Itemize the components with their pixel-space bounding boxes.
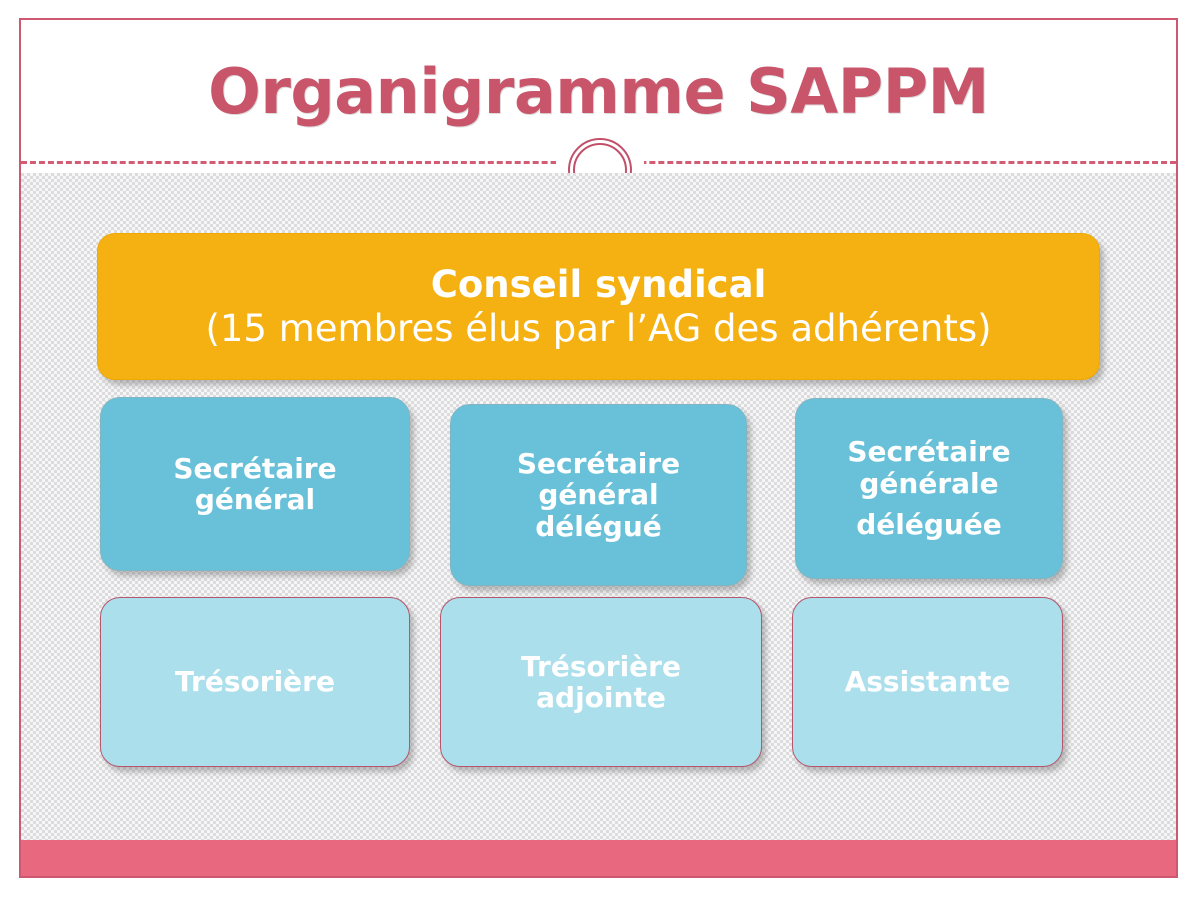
node-secretaire-general[interactable]: Secrétaire général [100, 397, 410, 571]
bottom-accent-bar [21, 840, 1176, 876]
node-label-line1: Trésorière [521, 649, 681, 683]
node-label-line1: Assistante [844, 665, 1011, 699]
node-secretaire-general-delegue[interactable]: Secrétaire général délégué [450, 404, 747, 586]
node-conseil-title: Conseil syndical [430, 263, 767, 307]
node-tresoriere[interactable]: Trésorière [100, 597, 410, 767]
node-secretaire-generale-deleguee[interactable]: Secrétaire générale déléguée [795, 398, 1063, 579]
page-title: Organigramme SAPPM [208, 54, 989, 128]
node-conseil-subtitle: (15 membres élus par l’AG des adhérents) [205, 306, 992, 350]
node-label-line2: général [538, 478, 659, 512]
node-conseil-syndical[interactable]: Conseil syndical (15 membres élus par l’… [97, 233, 1100, 380]
node-label-line1: Secrétaire [847, 435, 1011, 469]
node-label-line2: adjointe [536, 681, 666, 714]
node-label-line2: générale [859, 466, 999, 500]
node-tresoriere-adjointe[interactable]: Trésorière adjointe [440, 597, 762, 767]
node-assistante[interactable]: Assistante [792, 597, 1063, 767]
node-label-line2: général [194, 483, 316, 516]
node-label-line3: déléguée [856, 508, 1002, 542]
node-label-line3: délégué [535, 509, 662, 543]
node-label-line1: Trésorière [175, 665, 335, 699]
node-label-line1: Secrétaire [516, 446, 681, 480]
node-label-line1: Secrétaire [173, 451, 337, 485]
